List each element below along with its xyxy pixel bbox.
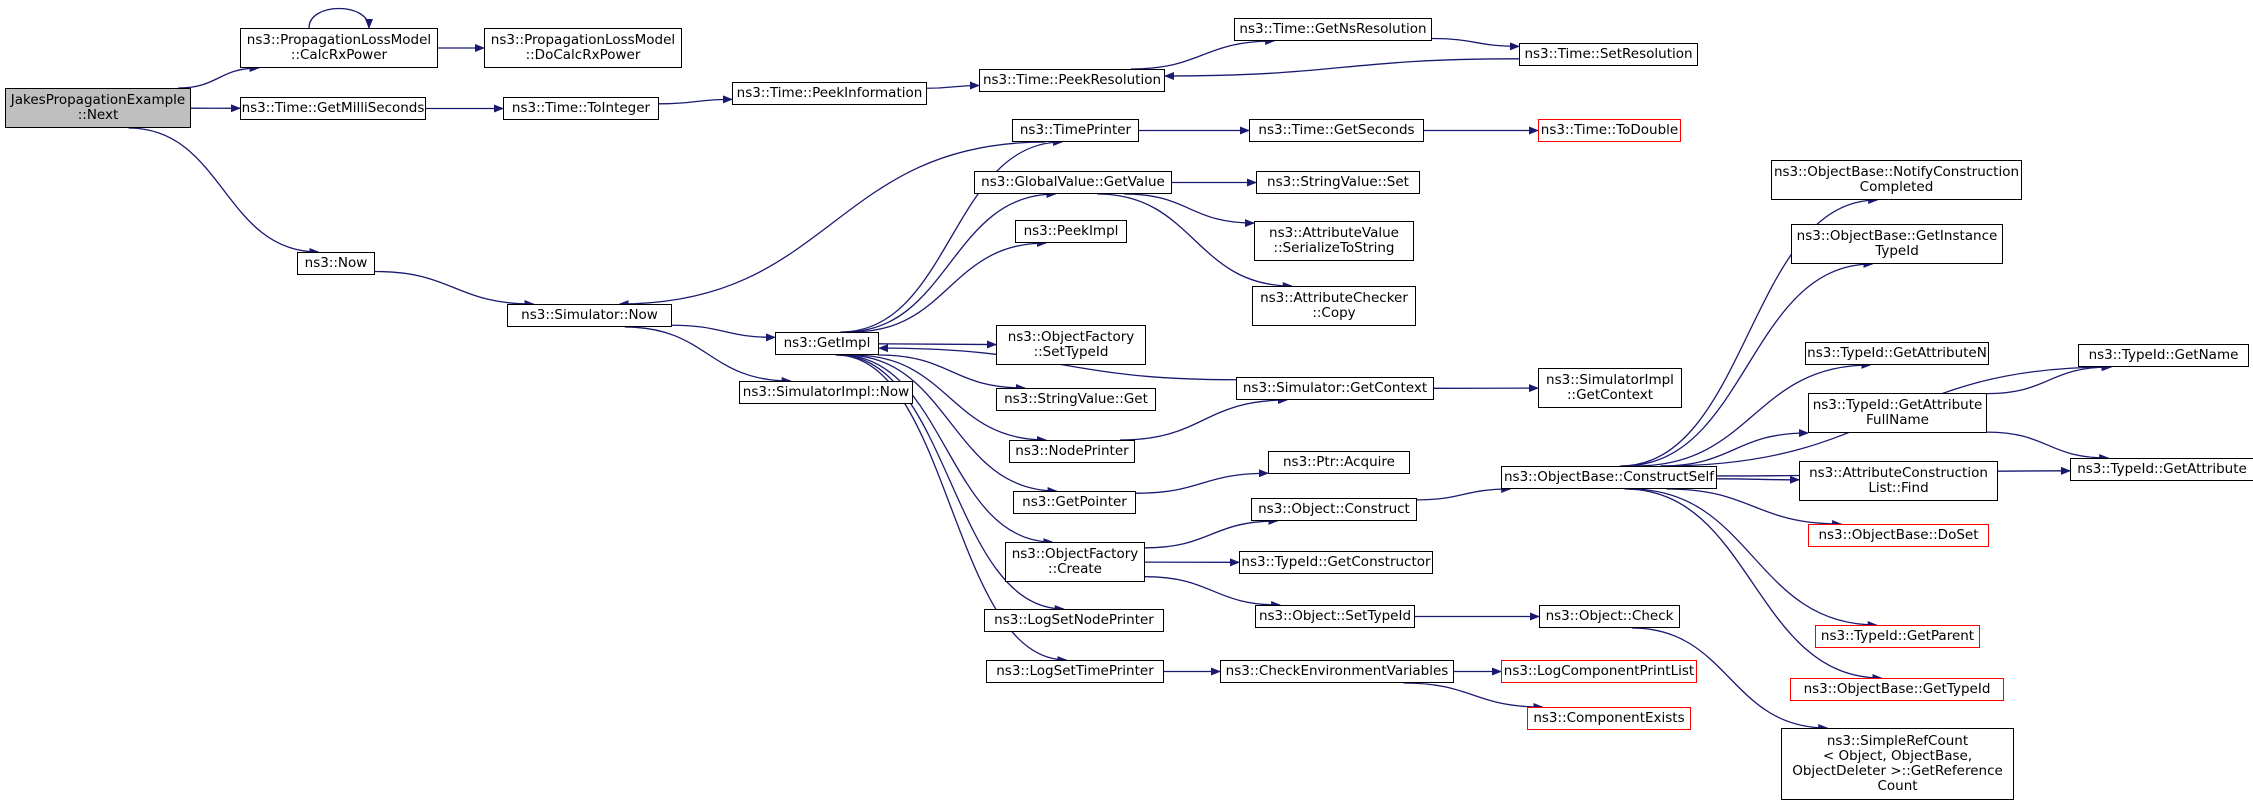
node-simplerefcount[interactable]: ns3::SimpleRefCount < Object, ObjectBase…: [1781, 728, 2014, 800]
edge-simnow-to-getimpl: [671, 324, 776, 342]
node-checkenv[interactable]: ns3::CheckEnvironmentVariables: [1220, 660, 1454, 683]
edge-nodeprinter-to-simgetctx: [1120, 396, 1288, 441]
edge-now-to-simnow: [374, 270, 535, 308]
node-peekres[interactable]: ns3::Time::PeekResolution: [979, 69, 1165, 92]
edge-constructself-to-tidgetattrn: [1635, 361, 1872, 467]
node-gvgetvalue[interactable]: ns3::GlobalValue::GetValue: [974, 171, 1172, 194]
edge-getimpl-to-ofcreate: [840, 354, 1054, 546]
node-tointeger[interactable]: ns3::Time::ToInteger: [503, 97, 659, 120]
node-timeprinter[interactable]: ns3::TimePrinter: [1012, 119, 1139, 142]
node-root[interactable]: JakesPropagationExample ::Next: [5, 88, 191, 128]
edge-getimpl-to-peekimpl: [852, 239, 1047, 333]
edge-getimpl-to-ofsettypeid: [878, 340, 997, 349]
edge-getimpl-to-logsettime: [835, 354, 1068, 664]
node-now[interactable]: ns3::Now: [297, 252, 375, 275]
node-svget[interactable]: ns3::StringValue::Get: [996, 388, 1156, 411]
edge-getimpl-to-logsetnode: [837, 354, 1065, 613]
node-notifyconstr[interactable]: ns3::ObjectBase::NotifyConstruction Comp…: [1771, 160, 2022, 200]
edge-constructself-to-acfind: [1716, 475, 1800, 484]
edge-ofcreate-to-objconstruct: [1144, 517, 1279, 549]
node-obgettid[interactable]: ns3::ObjectBase::GetTypeId: [1790, 678, 2004, 701]
edge-getnsres-to-setres: [1431, 37, 1520, 51]
edge-gvgetvalue-to-accopy: [1097, 193, 1293, 290]
edge-getimpl-to-svget: [878, 354, 1026, 392]
edge-peekinfo-to-peekres: [926, 81, 980, 90]
node-objconstruct[interactable]: ns3::Object::Construct: [1251, 498, 1417, 521]
node-getmilli[interactable]: ns3::Time::GetMilliSeconds: [240, 97, 426, 120]
edge-root-to-now: [128, 127, 320, 256]
node-tidgetattrfull[interactable]: ns3::TypeId::GetAttribute FullName: [1808, 393, 1987, 433]
node-acfind[interactable]: ns3::AttributeConstruction List::Find: [1799, 461, 1998, 501]
node-setres[interactable]: ns3::Time::SetResolution: [1519, 43, 1698, 66]
node-peekimpl[interactable]: ns3::PeekImpl: [1015, 220, 1127, 243]
edge-objcheck-to-simplerefcount: [1631, 627, 1829, 732]
node-svset[interactable]: ns3::StringValue::Set: [1256, 171, 1420, 194]
node-ofsettypeid[interactable]: ns3::ObjectFactory ::SetTypeId: [996, 325, 1146, 365]
edge-getimpl-to-nodeprinter: [853, 354, 1047, 444]
edge-getpointer-to-ptracquire: [1135, 469, 1269, 494]
node-compexists[interactable]: ns3::ComponentExists: [1527, 707, 1691, 730]
edge-constructself-to-obgettid: [1624, 488, 1883, 682]
node-docalcrx[interactable]: ns3::PropagationLossModel ::DoCalcRxPowe…: [484, 28, 682, 68]
node-avserialize[interactable]: ns3::AttributeValue ::SerializeToString: [1254, 221, 1414, 261]
node-getnsres[interactable]: ns3::Time::GetNsResolution: [1234, 18, 1432, 41]
node-nodeprinter[interactable]: ns3::NodePrinter: [1009, 440, 1135, 463]
edge-getimpl-to-timeprinter: [840, 138, 1064, 333]
edge-timeprinter-to-simnow: [618, 141, 1046, 308]
node-tidgetattrn[interactable]: ns3::TypeId::GetAttributeN: [1805, 342, 1989, 365]
node-getseconds[interactable]: ns3::Time::GetSeconds: [1249, 119, 1424, 142]
edge-constructself-to-obdoset: [1666, 488, 1843, 528]
node-simimplnow[interactable]: ns3::SimulatorImpl::Now: [739, 381, 913, 404]
edge-getimpl-to-gvgetvalue: [844, 190, 1057, 333]
node-constructself[interactable]: ns3::ObjectBase::ConstructSelf: [1501, 466, 1717, 489]
node-simgetctx[interactable]: ns3::Simulator::GetContext: [1236, 377, 1434, 400]
node-ptracquire[interactable]: ns3::Ptr::Acquire: [1268, 451, 1410, 474]
node-getinsttid[interactable]: ns3::ObjectBase::GetInstance TypeId: [1791, 224, 2003, 264]
node-calcrx[interactable]: ns3::PropagationLossModel ::CalcRxPower: [240, 28, 438, 68]
edge-tidgetattrfull-to-tidgetattr: [1986, 431, 2110, 462]
edge-tidgetattrfull-to-tidgetname: [1986, 363, 2112, 395]
node-tidgetname[interactable]: ns3::TypeId::GetName: [2078, 344, 2249, 367]
edge-calcrx-to-calcrx: [308, 8, 373, 29]
edge-constructself-to-getinsttid: [1623, 260, 1874, 467]
node-tidgetparent[interactable]: ns3::TypeId::GetParent: [1815, 625, 1980, 648]
edge-root-to-calcrx: [178, 64, 260, 89]
node-simimplgetctx[interactable]: ns3::SimulatorImpl ::GetContext: [1538, 368, 1682, 408]
node-logsettime[interactable]: ns3::LogSetTimePrinter: [986, 660, 1164, 683]
node-getimpl[interactable]: ns3::GetImpl: [775, 332, 879, 355]
node-todouble[interactable]: ns3::Time::ToDouble: [1538, 119, 1681, 142]
edge-checkenv-to-compexists: [1403, 682, 1544, 711]
edge-constructself-to-notifyconstr: [1620, 196, 1879, 467]
node-objsettypeid[interactable]: ns3::Object::SetTypeId: [1255, 605, 1415, 628]
edge-peekres-to-getnsres: [1130, 37, 1276, 70]
edge-simnow-to-simimplnow: [624, 326, 792, 385]
node-tidgetattr[interactable]: ns3::TypeId::GetAttribute: [2070, 458, 2253, 481]
edge-setres-to-peekres: [1164, 58, 1520, 80]
node-ofcreate[interactable]: ns3::ObjectFactory ::Create: [1005, 542, 1145, 582]
edge-ofcreate-to-objsettypeid: [1144, 576, 1282, 609]
node-logsetnode[interactable]: ns3::LogSetNodePrinter: [984, 609, 1164, 632]
edge-getimpl-to-getpointer: [844, 354, 1058, 495]
node-peekinfo[interactable]: ns3::Time::PeekInformation: [732, 82, 927, 105]
node-simnow[interactable]: ns3::Simulator::Now: [507, 304, 672, 327]
edge-gvgetvalue-to-avserialize: [1124, 193, 1255, 228]
edge-constructself-to-tidgetparent: [1629, 488, 1878, 629]
edge-constructself-to-tidgetattrfull: [1660, 429, 1810, 467]
node-getpointer[interactable]: ns3::GetPointer: [1013, 491, 1136, 514]
node-objcheck[interactable]: ns3::Object::Check: [1539, 605, 1680, 628]
node-obdoset[interactable]: ns3::ObjectBase::DoSet: [1808, 524, 1989, 547]
node-tidgetctor[interactable]: ns3::TypeId::GetConstructor: [1239, 551, 1433, 574]
node-accopy[interactable]: ns3::AttributeChecker ::Copy: [1252, 286, 1416, 326]
edge-objconstruct-to-constructself: [1416, 485, 1512, 501]
node-logcomplist[interactable]: ns3::LogComponentPrintList: [1501, 660, 1697, 683]
edge-tointeger-to-peekinfo: [658, 95, 733, 105]
